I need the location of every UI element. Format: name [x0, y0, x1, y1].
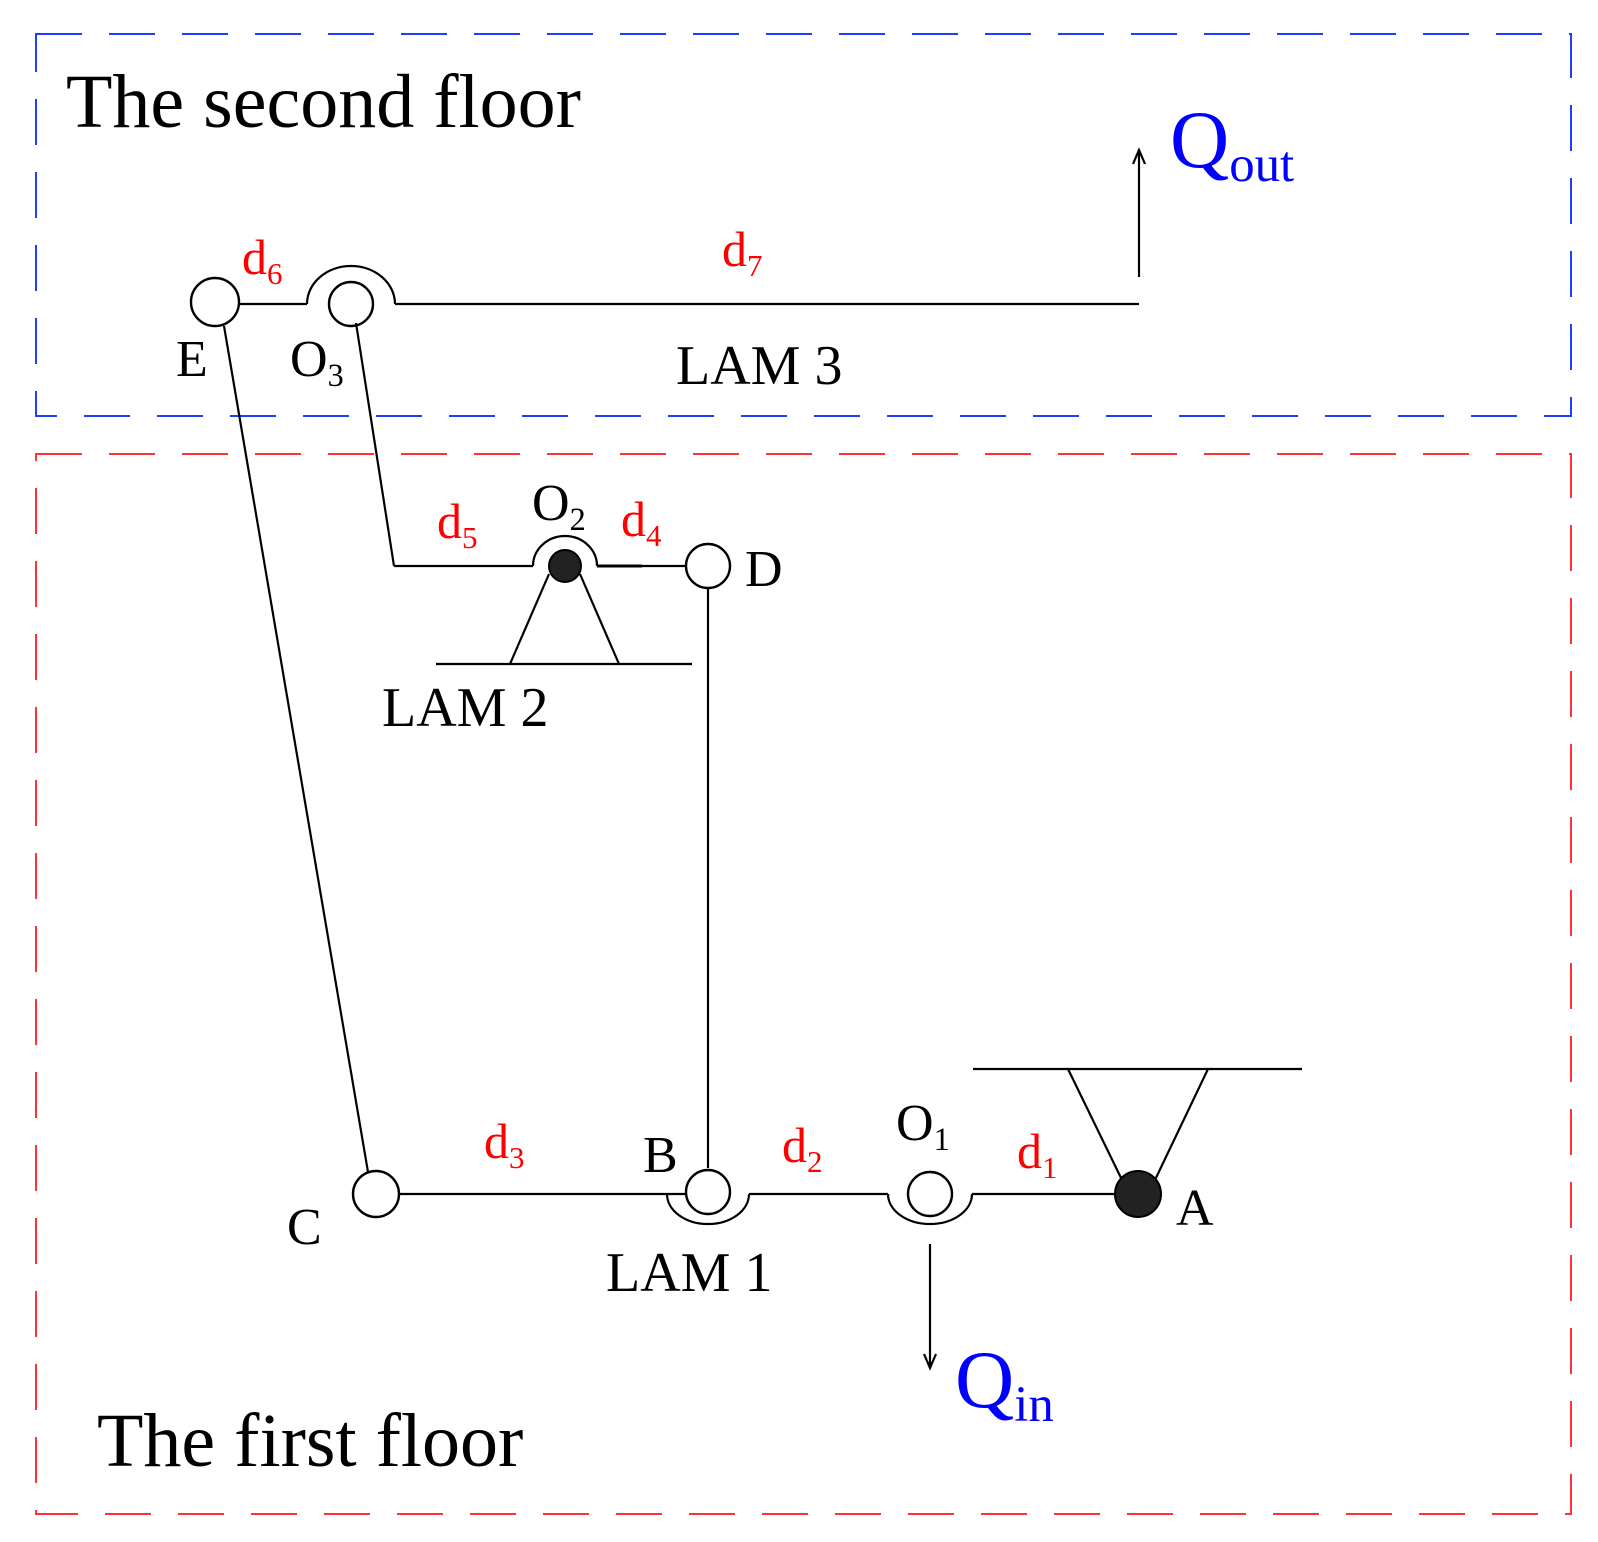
joint-o1 [906, 1170, 954, 1218]
distance-label-d4: d4 [621, 491, 662, 553]
support-lam2-left [508, 573, 551, 665]
distance-label-d1: d1 [1017, 1123, 1058, 1185]
lam1-label: LAM 1 [606, 1242, 772, 1304]
q-out-arrow [1131, 147, 1147, 277]
lam2-label: LAM 2 [382, 677, 548, 739]
second-floor-label: The second floor [66, 60, 581, 144]
pivot-housing-o1 [886, 1193, 974, 1226]
joint-o3 [327, 280, 375, 328]
lam3-label: LAM 3 [676, 335, 842, 397]
joint-d [684, 542, 732, 590]
lam2-mechanism [354, 322, 732, 666]
joint-e [189, 276, 241, 328]
second-floor-boundary [35, 33, 1572, 417]
point-label-o2: O2 [532, 475, 586, 537]
support-lam2-right [578, 573, 621, 665]
first-floor-boundary [35, 453, 1572, 1515]
point-label-e: E [176, 331, 208, 388]
distance-label-d3: d3 [484, 1113, 525, 1175]
joint-b [684, 1168, 732, 1216]
joint-c [351, 1169, 401, 1219]
point-label-o1: O1 [896, 1095, 950, 1157]
lam1-mechanism [351, 1067, 1302, 1226]
distance-label-d2: d2 [782, 1117, 823, 1179]
point-label-d: D [745, 541, 783, 598]
first-floor-label: The first floor [97, 1399, 523, 1483]
support-lam1-left [1067, 1068, 1124, 1183]
flow-label-q-in: Qin [955, 1334, 1054, 1432]
lam3-mechanism [189, 264, 1139, 328]
q-in-arrow [922, 1244, 938, 1371]
pivot-housing-o3 [305, 264, 397, 305]
flow-label-q-out: Qout [1170, 94, 1294, 192]
point-label-a: A [1176, 1180, 1214, 1237]
support-lam1-right [1153, 1068, 1209, 1183]
point-label-b: B [643, 1127, 678, 1184]
pivot-housing-o2 [531, 534, 599, 567]
point-label-c: C [287, 1199, 322, 1256]
fixed-joint-a [1114, 1170, 1162, 1218]
point-label-o3: O3 [290, 331, 344, 393]
distance-label-d7: d7 [722, 221, 763, 283]
fixed-joint-o2 [548, 549, 582, 583]
distance-label-d6: d6 [242, 229, 283, 291]
pivot-housing-b [665, 1193, 751, 1226]
link-o3-to-lam2 [354, 322, 396, 567]
link-e-to-c [222, 325, 370, 1173]
distance-label-d5: d5 [437, 493, 478, 555]
